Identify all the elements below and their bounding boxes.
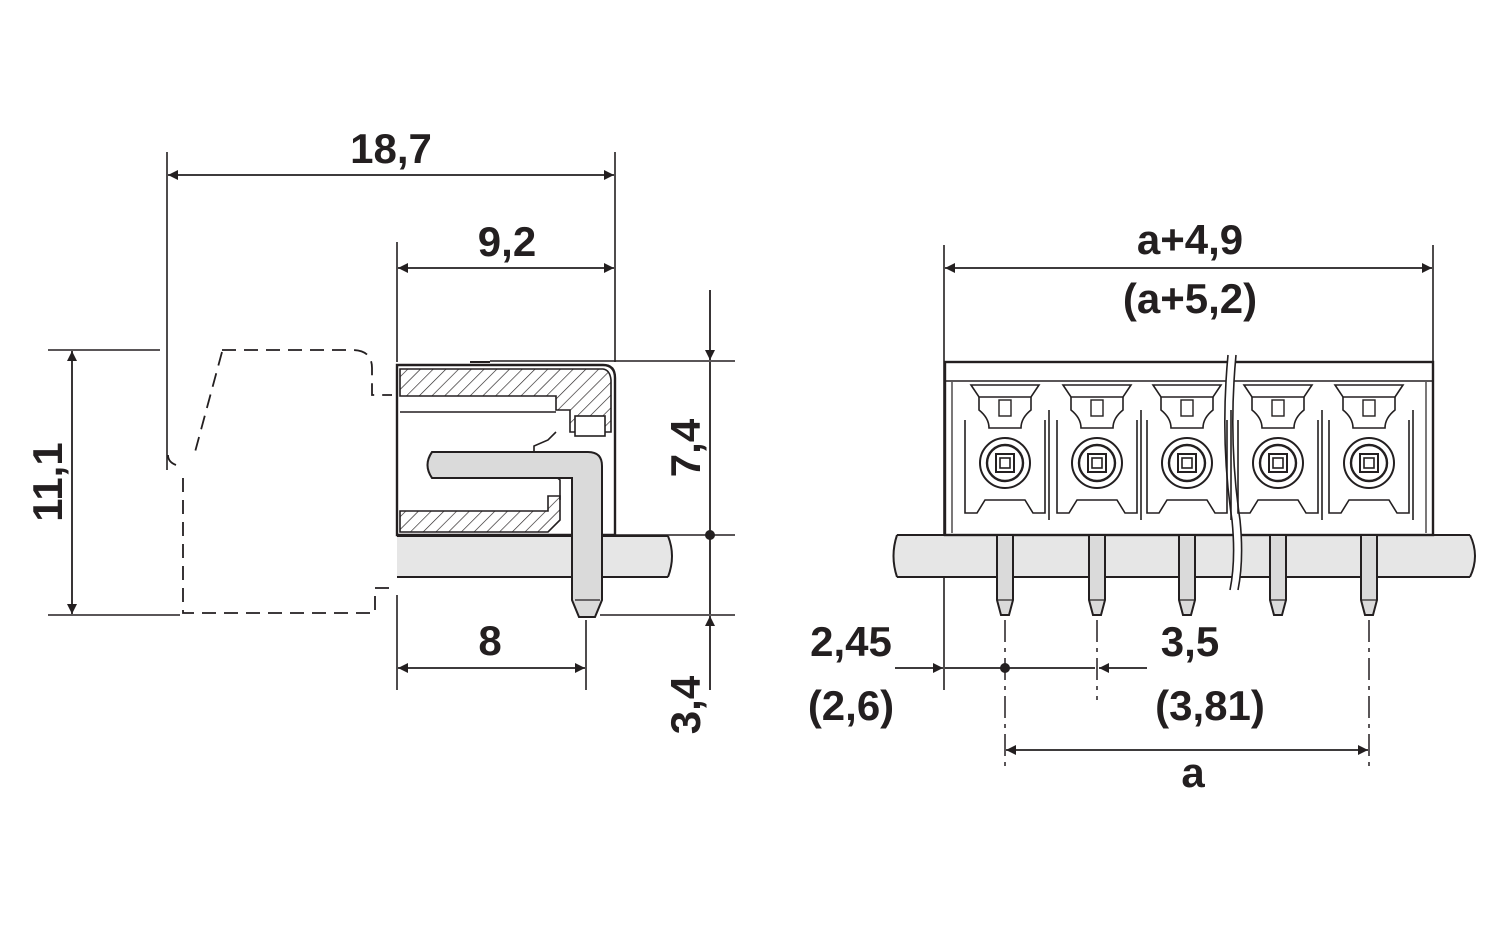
terminal: [964, 384, 1050, 616]
side-extension-lines: [48, 152, 735, 690]
clamp-outline: [978, 397, 1032, 429]
screw-chamber: [1237, 420, 1319, 514]
clamp-slot: [1362, 399, 1376, 417]
screw-chamber: [1146, 420, 1228, 514]
side-dimension-lines: [67, 170, 715, 690]
front-dimension-lines: [895, 263, 1432, 755]
clamp-slot: [1090, 399, 1104, 417]
screw-drive-inner: [1363, 457, 1375, 469]
solder-pin: [1360, 534, 1378, 616]
clamp-outline: [1251, 397, 1305, 429]
screw-drive-inner: [1181, 457, 1193, 469]
solder-pin: [996, 534, 1014, 616]
side-view: 18,7 9,2 11,1 7,4 3,4 8: [24, 125, 735, 734]
dim-edge-offset-alt: (2,6): [808, 682, 894, 729]
dim-pitch-alt: (3,81): [1155, 682, 1265, 729]
wire-entry: [1151, 384, 1223, 398]
clamp-outline: [1342, 397, 1396, 429]
screw-drive-inner: [1091, 457, 1103, 469]
wire-entry: [969, 384, 1041, 398]
clamp-slot: [1271, 399, 1285, 417]
solder-pin: [1269, 534, 1287, 616]
screw-drive-inner: [1272, 457, 1284, 469]
terminal: [1056, 384, 1142, 616]
dim-span: a: [1181, 749, 1205, 796]
wire-entry: [1333, 384, 1405, 398]
dim-housing-length: 9,2: [478, 218, 536, 265]
terminal-positions: [964, 384, 1414, 616]
dim-housing-height: 7,4: [662, 418, 709, 477]
screw-chamber: [1056, 420, 1138, 514]
clamp-outline: [1070, 397, 1124, 429]
screw-chamber: [964, 420, 1046, 514]
housing-side: [395, 361, 617, 537]
dim-front-width: a+4,9: [1137, 216, 1243, 263]
dim-front-width-alt: (a+5,2): [1123, 275, 1257, 322]
clamp-outline: [1160, 397, 1214, 429]
dim-overall-height: 11,1: [24, 442, 71, 521]
terminal: [1146, 384, 1232, 616]
front-view: a+4,9 (a+5,2) 2,45 (2,6) 3,5 (3,81) a: [808, 216, 1476, 796]
terminal: [1328, 384, 1414, 616]
dim-edge-offset: 2,45: [810, 618, 892, 665]
pin-centerlines: [1004, 620, 1370, 772]
wire-entry: [1242, 384, 1314, 398]
pcb-side: [397, 535, 673, 578]
clamp-slot: [998, 399, 1012, 417]
dim-pin-length: 3,4: [662, 675, 709, 734]
solder-pin: [1088, 534, 1106, 616]
dim-overall-length: 18,7: [350, 125, 432, 172]
dim-pin-offset: 8: [478, 617, 501, 664]
terminal: [1237, 384, 1323, 616]
wire-entry: [1061, 384, 1133, 398]
datum-point: [1000, 663, 1010, 673]
break-line: [1224, 355, 1242, 590]
dim-pitch: 3,5: [1161, 618, 1219, 665]
datum-point: [705, 530, 715, 540]
screw-chamber: [1328, 420, 1410, 514]
solder-pin: [1178, 534, 1196, 616]
clamp-slot: [1180, 399, 1194, 417]
mating-plug-outline: [167, 349, 392, 614]
screw-drive-inner: [999, 457, 1011, 469]
pin-side: [426, 451, 603, 618]
